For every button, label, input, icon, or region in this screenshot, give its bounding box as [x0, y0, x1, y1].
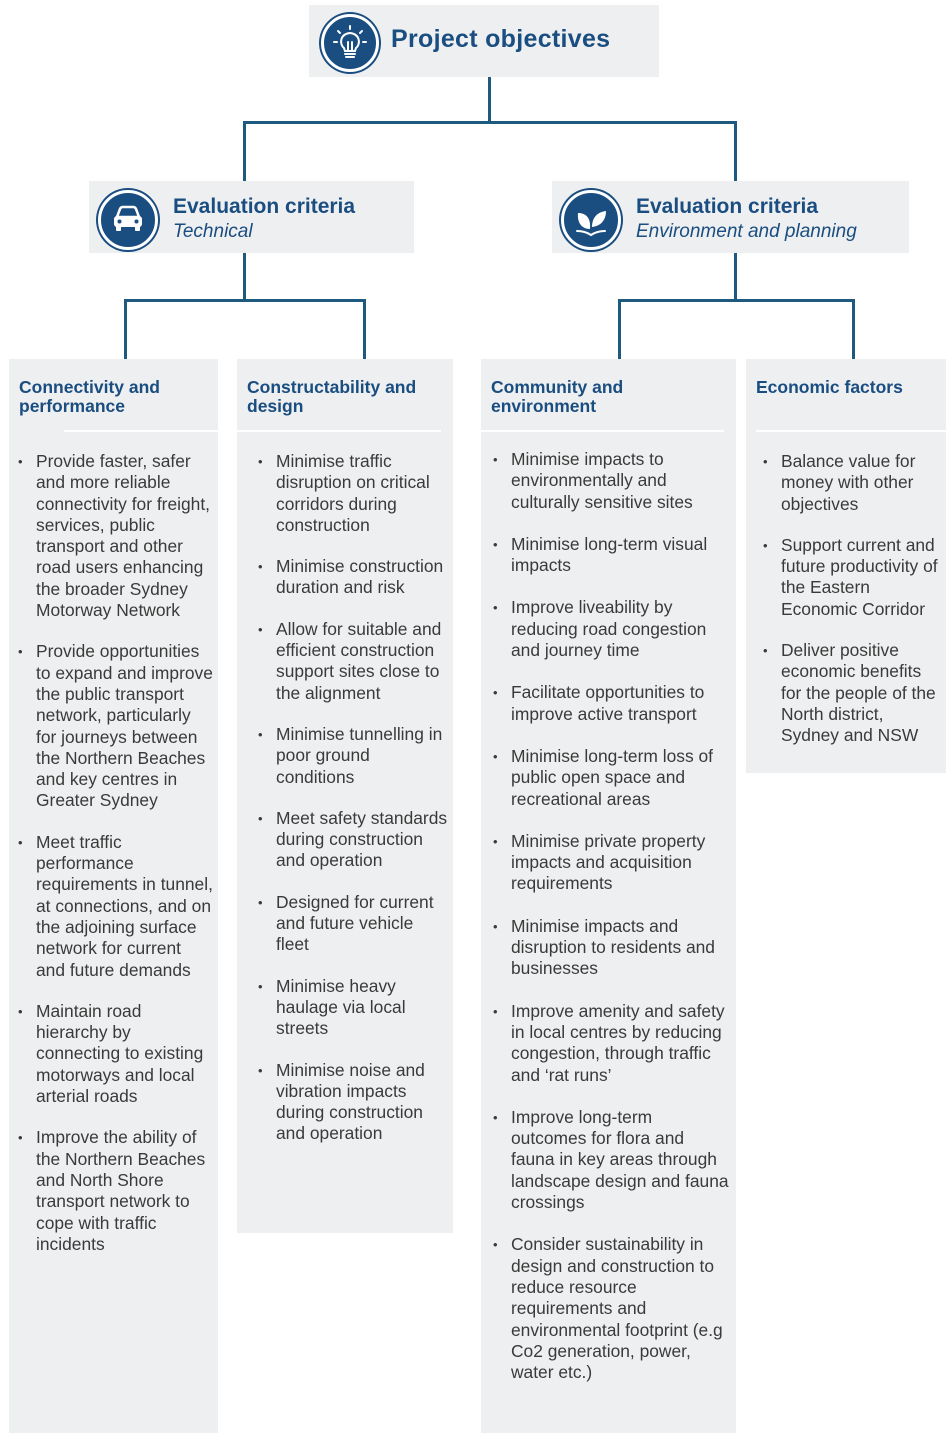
list-item: Deliver positive economic benefits for t… [754, 640, 946, 746]
criteria-list: Balance value for money with other objec… [754, 451, 946, 747]
connector-left-drop [243, 121, 246, 182]
lightbulb-icon [321, 14, 379, 72]
list-item: Improve the ability of the Northern Beac… [9, 1127, 218, 1255]
list-item: Minimise long-term visual impacts [484, 534, 736, 577]
list-item: Improve long-term outcomes for flora and… [484, 1107, 736, 1213]
list-item: Designed for current and future vehicle … [249, 892, 453, 956]
column-title: Constructability and design [247, 377, 417, 416]
list-item: Provide faster, safer and more reliable … [9, 451, 218, 621]
column-title: Community and environment [491, 377, 624, 416]
connector-left-stem [243, 253, 246, 301]
column-constructability: Constructability and design Minimise tra… [237, 359, 453, 1233]
column-divider [756, 430, 946, 432]
criteria-title: Evaluation criteria [173, 195, 356, 218]
list-item: Minimise noise and vibration impacts dur… [249, 1060, 453, 1145]
car-icon [98, 190, 158, 250]
list-item: Minimise construction duration and risk [249, 556, 453, 599]
column-divider [237, 430, 441, 432]
list-item: Meet traffic performance requirements in… [9, 832, 218, 981]
list-item: Minimise traffic disruption on critical … [249, 451, 453, 536]
list-item: Maintain road hierarchy by connecting to… [9, 1001, 218, 1107]
list-item: Minimise heavy haulage via local streets [249, 976, 453, 1040]
criteria-list: Provide faster, safer and more reliable … [9, 451, 218, 1255]
list-item: Minimise tunnelling in poor ground condi… [249, 724, 453, 788]
column-title: Connectivity and performance [19, 377, 160, 416]
column-title: Economic factors [756, 377, 903, 397]
project-objectives-box: Project objectives [309, 5, 659, 77]
list-item: Support current and future productivity … [754, 535, 946, 620]
criteria-box-environment: Evaluation criteria Environment and plan… [552, 181, 909, 253]
list-item: Balance value for money with other objec… [754, 451, 946, 515]
criteria-list: Minimise impacts to environmentally and … [484, 449, 736, 1383]
list-item: Improve liveability by reducing road con… [484, 597, 736, 661]
list-item: Facilitate opportunities to improve acti… [484, 682, 736, 725]
list-item: Minimise private property impacts and ac… [484, 831, 736, 895]
connector-col2-drop [363, 299, 366, 360]
criteria-box-technical: Evaluation criteria Technical [89, 181, 414, 253]
column-divider [481, 430, 724, 432]
criteria-subtitle: Technical [173, 221, 253, 242]
page-title: Project objectives [391, 25, 611, 53]
connector-col1-drop [124, 299, 127, 360]
criteria-subtitle: Environment and planning [636, 221, 857, 242]
criteria-list: Minimise traffic disruption on critical … [249, 451, 453, 1145]
column-economic: Economic factors Balance value for money… [746, 359, 946, 773]
criteria-title: Evaluation criteria [636, 195, 819, 218]
connector-col3-drop [618, 299, 621, 360]
connector-top-bar [243, 121, 737, 124]
connector-top-stem [488, 77, 491, 123]
list-item: Minimise impacts to environmentally and … [484, 449, 736, 513]
list-item: Minimise impacts and disruption to resid… [484, 916, 736, 980]
connector-col4-drop [852, 299, 855, 360]
list-item: Allow for suitable and efficient constru… [249, 619, 453, 704]
connector-left-bar [124, 299, 366, 302]
list-item: Consider sustainability in design and co… [484, 1234, 736, 1383]
connector-right-stem [734, 253, 737, 301]
column-connectivity: Connectivity and performance Provide fas… [9, 359, 218, 1433]
column-community: Community and environment Minimise impac… [481, 359, 736, 1433]
connector-right-drop [734, 121, 737, 182]
list-item: Improve amenity and safety in local cent… [484, 1001, 736, 1086]
connector-right-bar [618, 299, 855, 302]
list-item: Provide opportunities to expand and impr… [9, 641, 218, 811]
leaf-icon [561, 190, 621, 250]
list-item: Minimise long-term loss of public open s… [484, 746, 736, 810]
list-item: Meet safety standards during constructio… [249, 808, 453, 872]
column-divider [64, 430, 218, 432]
